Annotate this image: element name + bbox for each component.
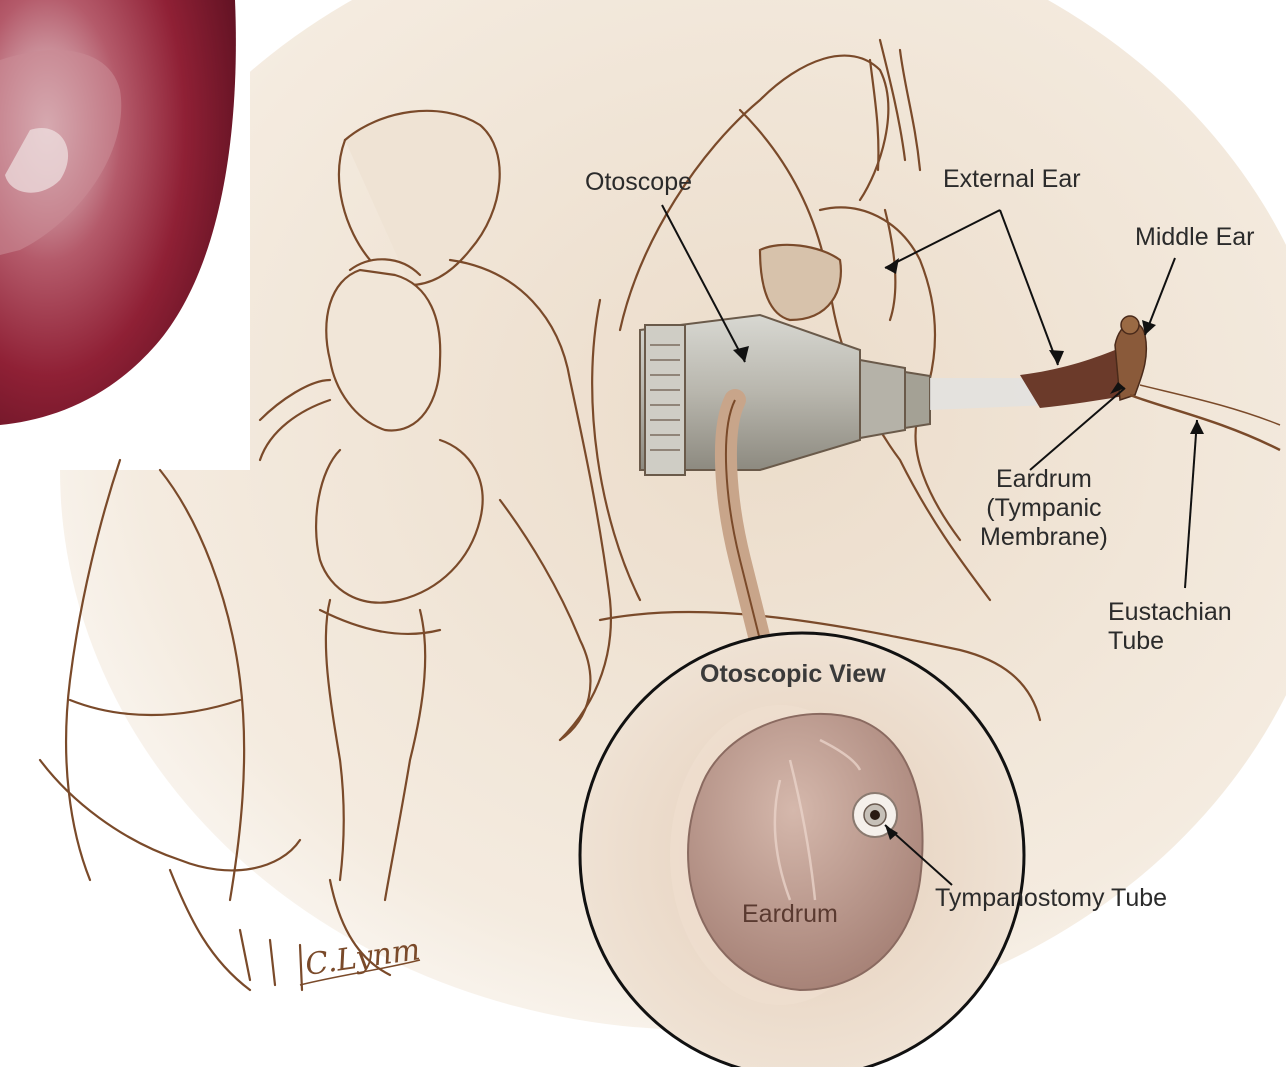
label-eardrum-tympanic-membrane: Eardrum (Tympanic Membrane) — [980, 465, 1108, 551]
ear-closeup-thumbnail — [0, 0, 250, 470]
label-otoscope: Otoscope — [585, 168, 692, 197]
label-eustachian-tube: Eustachian Tube — [1108, 598, 1232, 656]
label-external-ear: External Ear — [943, 165, 1081, 194]
label-tympanostomy-tube: Tympanostomy Tube — [935, 884, 1167, 913]
inset-title: Otoscopic View — [700, 660, 886, 689]
label-inset-eardrum: Eardrum — [742, 900, 838, 929]
label-middle-ear: Middle Ear — [1135, 223, 1255, 252]
otoscopic-view-inset — [580, 633, 1024, 1067]
